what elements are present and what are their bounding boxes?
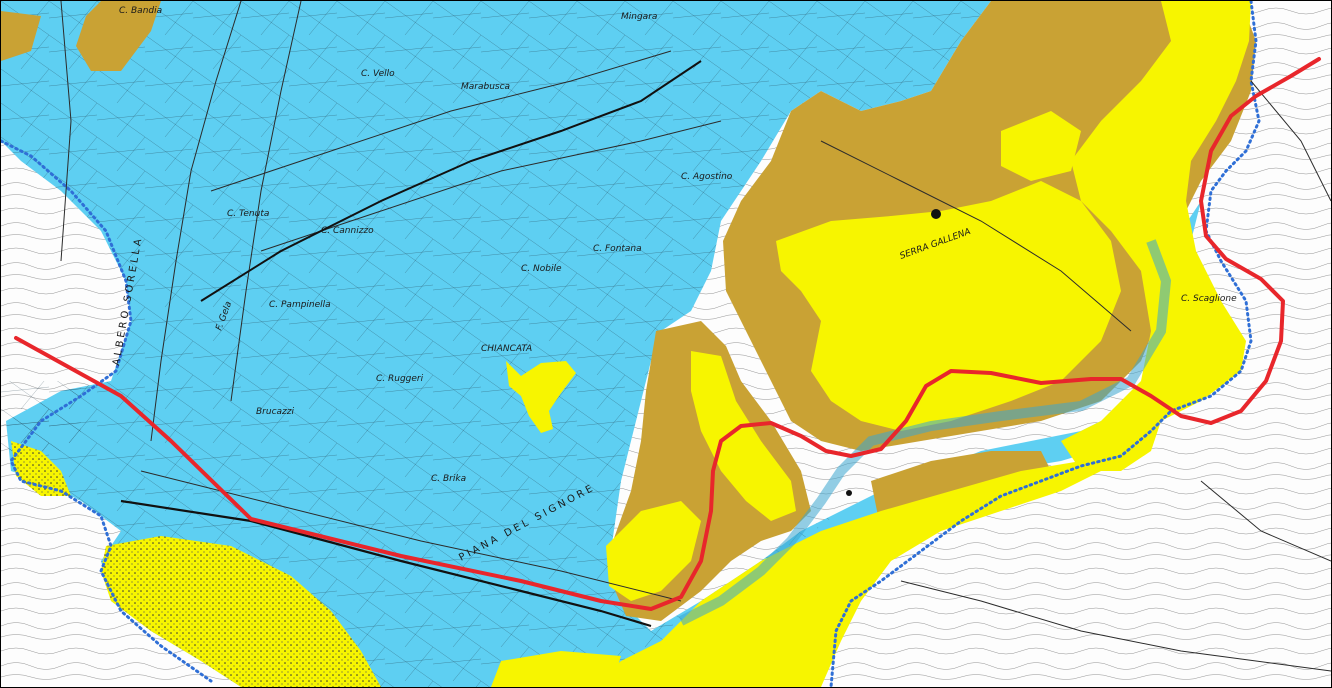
sand-deposit-hills [776, 181, 1121, 431]
railway-ne [200, 60, 702, 302]
label-c-vello: C. Vello [361, 69, 395, 79]
label-brucazzi: Brucazzi [256, 407, 294, 417]
terrace-deposit-west [1, 11, 41, 61]
label-c-bandia: C. Bandia [119, 6, 162, 16]
label-c-scaglione: C. Scaglione [1181, 294, 1237, 304]
sand-deposit-south [591, 461, 1101, 687]
label-c-pampinella: C. Pampinella [269, 300, 331, 310]
boundary-line-west [1, 139, 213, 683]
label-marabusca: Marabusca [461, 82, 510, 92]
label-c-agostino: C. Agostino [681, 172, 733, 182]
label-c-fontana: C. Fontana [593, 244, 642, 254]
label-c-cannizzo: C. Cannizzo [321, 226, 374, 236]
label-c-ruggeri: C. Ruggeri [376, 374, 424, 384]
label-c-brika: C. Brika [431, 474, 466, 484]
road-network [60, 1, 1331, 672]
sand-deposit-sw-slope [606, 501, 701, 601]
route-line [14, 57, 1321, 611]
label-mingara: Mingara [621, 12, 657, 22]
sand-deposit-south-bottom [491, 651, 621, 687]
railway [120, 499, 652, 628]
terrace-deposit-nw [76, 1, 161, 71]
sand-deposit-center [691, 351, 796, 521]
label-c-tenuta: C. Tenuta [227, 209, 269, 219]
sand-deposit-ne [1001, 111, 1081, 181]
settlement-mark [846, 209, 941, 496]
boundary-line-east [829, 1, 1261, 687]
river-channel [678, 239, 1172, 626]
sand-islet [506, 361, 576, 433]
coastal-dune-dots [101, 536, 381, 687]
sand-deposit-east [1061, 1, 1251, 471]
label-c-nobile: C. Nobile [521, 264, 562, 274]
label-chiancata: CHIANCATA [481, 344, 532, 354]
town-hatch [1, 381, 81, 451]
